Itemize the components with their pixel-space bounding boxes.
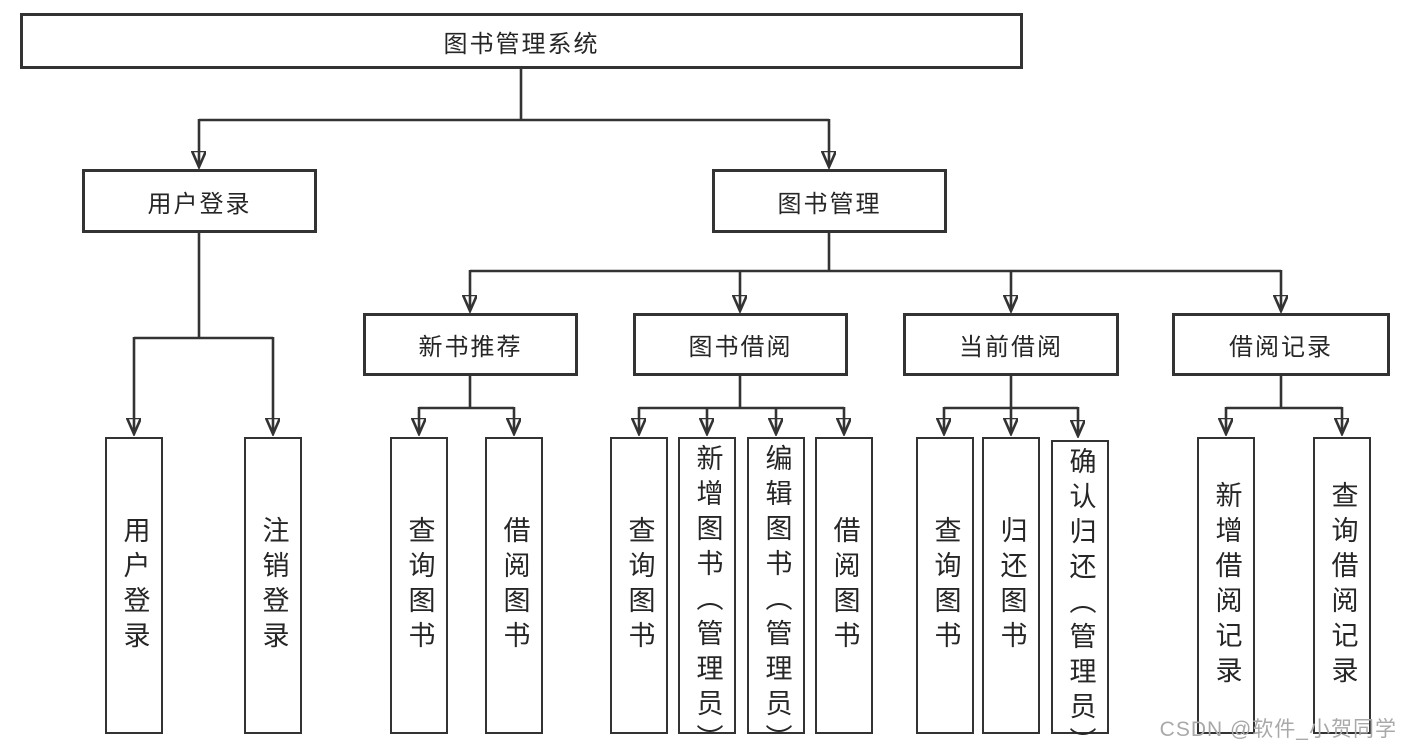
leaf-borrow-books: 借阅图书 <box>815 437 873 734</box>
node-root-system: 图书管理系统 <box>20 13 1023 69</box>
node-label: 新书推荐 <box>418 334 523 361</box>
leaf-add-borrow-record: 新增借阅记录 <box>1197 437 1255 734</box>
connector-book-mgmt-to-level3 <box>470 233 1281 308</box>
leaf-edit-books-admin: 编辑图书（管理员） <box>747 437 805 747</box>
leaf-query-borrow-record: 查询借阅记录 <box>1313 437 1371 734</box>
leaf-user-login: 用户登录 <box>105 437 163 734</box>
leaf-query-books: 查询图书 <box>610 437 668 734</box>
node-book-borrowing: 图书借阅 <box>633 313 848 376</box>
node-user-login-branch: 用户登录 <box>82 169 317 233</box>
connector-user-login-group <box>134 233 273 431</box>
connector-newbook-group <box>419 376 514 431</box>
leaf-label: 查询图书 <box>404 515 435 656</box>
leaf-borrow-books: 借阅图书 <box>485 437 543 734</box>
connector-current-borrow-group <box>944 376 1078 433</box>
leaf-label: 查询图书 <box>930 515 961 656</box>
leaf-label: 查询图书 <box>624 515 655 656</box>
node-new-book-recommend: 新书推荐 <box>363 313 578 376</box>
leaf-label: 借阅图书 <box>499 515 530 656</box>
connector-book-borrow-group <box>639 376 844 431</box>
node-current-borrowing: 当前借阅 <box>903 313 1119 376</box>
leaf-query-books: 查询图书 <box>390 437 448 734</box>
leaf-return-books: 归还图书 <box>982 437 1040 734</box>
leaf-label: 用户登录 <box>119 515 150 656</box>
node-label: 图书管理 <box>777 190 882 218</box>
leaf-label: 借阅图书 <box>829 515 860 656</box>
node-root-label: 图书管理系统 <box>443 30 600 58</box>
leaf-query-books: 查询图书 <box>916 437 974 734</box>
connector-borrow-record-group <box>1226 376 1342 431</box>
leaf-label: 编辑图书（管理员） <box>761 444 792 747</box>
leaf-label: 注销登录 <box>258 515 289 656</box>
leaf-add-books-admin: 新增图书（管理员） <box>678 437 736 747</box>
csdn-watermark: CSDN @软件_小贺同学 <box>1159 718 1397 741</box>
node-borrowing-records: 借阅记录 <box>1172 313 1390 376</box>
leaf-label: 新增借阅记录 <box>1211 480 1242 691</box>
connector-root-to-level2 <box>199 69 829 164</box>
node-label: 借阅记录 <box>1229 334 1333 361</box>
node-label: 用户登录 <box>147 190 252 218</box>
node-label: 当前借阅 <box>959 334 1063 361</box>
leaf-label: 新增图书（管理员） <box>692 444 723 747</box>
leaf-label: 归还图书 <box>996 515 1027 656</box>
leaf-logout: 注销登录 <box>244 437 302 734</box>
leaf-confirm-return-admin: 确认归还（管理员） <box>1051 440 1109 747</box>
leaf-label: 确认归还（管理员） <box>1065 447 1096 747</box>
node-book-management-branch: 图书管理 <box>712 169 947 233</box>
node-label: 图书借阅 <box>688 334 793 361</box>
leaf-label: 查询借阅记录 <box>1327 480 1358 691</box>
